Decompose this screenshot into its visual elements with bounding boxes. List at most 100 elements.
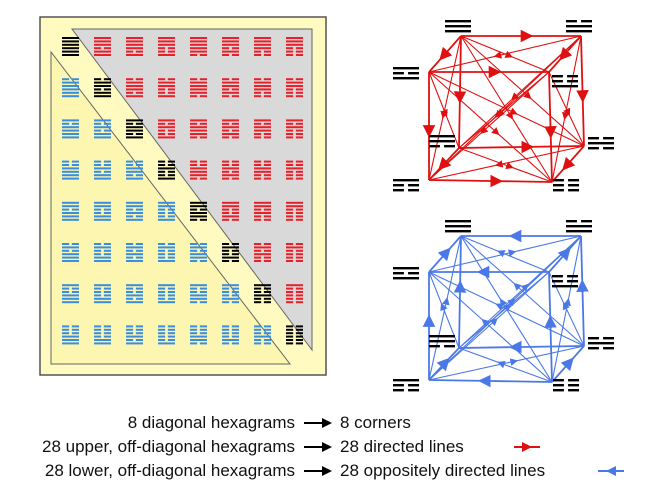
legend-upper-label: 28 upper, off-diagonal hexagrams bbox=[42, 437, 295, 456]
directed-edge bbox=[460, 235, 553, 383]
corner-trigram-icon bbox=[429, 135, 455, 148]
directed-edge bbox=[458, 140, 585, 154]
hexagram-cell bbox=[286, 243, 303, 262]
hexagram-cell bbox=[190, 325, 207, 345]
hexagram-cell bbox=[158, 325, 175, 345]
hexagram-cell bbox=[158, 201, 175, 221]
directed-edge bbox=[544, 71, 557, 183]
hexagram-cell bbox=[94, 78, 111, 98]
directed-edge bbox=[576, 235, 589, 347]
corner-trigram-icon bbox=[553, 179, 579, 192]
hexagram-cell bbox=[158, 119, 175, 139]
hexagram-cell bbox=[126, 78, 143, 98]
hexagram-cell bbox=[254, 243, 271, 262]
hexagram-cell bbox=[94, 284, 111, 304]
directed-edge bbox=[458, 347, 553, 383]
directed-edge bbox=[428, 235, 462, 273]
hexagram-cell bbox=[126, 201, 143, 221]
corner-trigram-icon bbox=[445, 220, 471, 233]
hexagram-cell bbox=[158, 243, 175, 262]
corner-trigram-icon bbox=[566, 220, 592, 233]
hexagram-cell bbox=[126, 284, 143, 304]
directed-edge bbox=[428, 271, 585, 347]
hexagram-cell bbox=[254, 325, 271, 345]
hexagram-cell bbox=[286, 160, 303, 180]
hexagram-cell bbox=[158, 37, 175, 56]
legend-directed-lines-label: 28 directed lines bbox=[340, 437, 464, 456]
hexagram-cell bbox=[286, 119, 303, 139]
directed-edge bbox=[460, 35, 585, 147]
hexagram-cell bbox=[126, 243, 143, 262]
legend-diagonal-label: 8 diagonal hexagrams bbox=[127, 413, 295, 432]
corner-trigram-icon bbox=[429, 335, 455, 348]
hexagram-cell bbox=[286, 37, 303, 56]
hexagram-cell bbox=[190, 243, 207, 262]
legend-black-arrow-icon bbox=[302, 460, 332, 482]
hexagram-cell bbox=[222, 119, 239, 139]
hexagram-cell bbox=[62, 78, 79, 98]
directed-edge bbox=[548, 235, 582, 273]
corner-trigram-icon bbox=[552, 75, 578, 88]
directed-edge bbox=[428, 271, 550, 381]
legend-corners-label: 8 corners bbox=[340, 413, 411, 432]
directed-edge bbox=[551, 235, 582, 383]
hexagram-cell bbox=[62, 119, 79, 139]
hexagram-cell bbox=[62, 37, 79, 56]
hexagram-cell bbox=[190, 160, 207, 180]
hexagram-cell bbox=[126, 325, 143, 345]
hexagram-cell bbox=[222, 37, 239, 56]
legend-black-arrow-icon bbox=[302, 412, 332, 434]
directed-edge bbox=[458, 71, 550, 149]
hexagram-cell bbox=[62, 325, 79, 345]
hexagram-cell bbox=[254, 284, 271, 304]
legend-lower-label: 28 lower, off-diagonal hexagrams bbox=[44, 461, 295, 480]
corner-trigram-icon bbox=[566, 20, 592, 33]
directed-edge bbox=[428, 374, 553, 388]
directed-edge bbox=[428, 174, 553, 188]
corner-trigram-icon bbox=[393, 67, 419, 80]
hexagram-cell bbox=[254, 119, 271, 139]
corner-trigram-icon bbox=[552, 275, 578, 288]
hexagram-cell bbox=[254, 78, 271, 98]
hexagram-cell bbox=[222, 201, 239, 221]
directed-edge bbox=[428, 35, 462, 181]
legend-red-arrow-icon bbox=[512, 436, 542, 458]
directed-edge bbox=[460, 35, 550, 73]
directed-edge bbox=[428, 271, 460, 349]
corner-trigram-icon bbox=[588, 137, 614, 150]
corner-trigram-icon bbox=[445, 20, 471, 33]
hexagram-cell bbox=[190, 284, 207, 304]
hexagram-cell bbox=[62, 243, 79, 262]
hexagram-cell bbox=[62, 160, 79, 180]
legend-black-arrow-icon bbox=[302, 436, 332, 458]
hexagram-cell bbox=[94, 160, 111, 180]
hexagram-cell bbox=[222, 284, 239, 304]
hexagram-cell bbox=[126, 160, 143, 180]
directed-edge bbox=[428, 35, 582, 73]
directed-edge bbox=[428, 271, 553, 383]
hexagram-cell bbox=[254, 160, 271, 180]
red-directed-cube bbox=[393, 20, 614, 192]
hexagram-cell bbox=[62, 201, 79, 221]
directed-edge bbox=[551, 345, 585, 383]
corner-trigram-icon bbox=[393, 179, 419, 192]
hexagram-cell bbox=[62, 284, 79, 304]
directed-edge bbox=[453, 35, 467, 149]
directed-edge bbox=[460, 235, 550, 273]
hexagram-cell bbox=[222, 325, 239, 345]
hexagram-cell bbox=[286, 284, 303, 304]
legend-blue-arrow-icon bbox=[596, 460, 626, 482]
directed-edge bbox=[428, 145, 585, 181]
hexagram-cell bbox=[254, 37, 271, 56]
hexagram-cell bbox=[158, 78, 175, 98]
hexagram-cell bbox=[190, 78, 207, 98]
hexagram-matrix bbox=[39, 16, 327, 376]
directed-edge bbox=[548, 35, 582, 73]
directed-edge bbox=[548, 271, 585, 347]
hexagram-cell bbox=[286, 78, 303, 98]
corner-trigram-icon bbox=[588, 337, 614, 350]
corner-trigram-icon bbox=[553, 379, 579, 392]
hexagram-cell bbox=[94, 37, 111, 56]
blue-directed-cube bbox=[393, 220, 614, 392]
hexagram-cell bbox=[222, 160, 239, 180]
